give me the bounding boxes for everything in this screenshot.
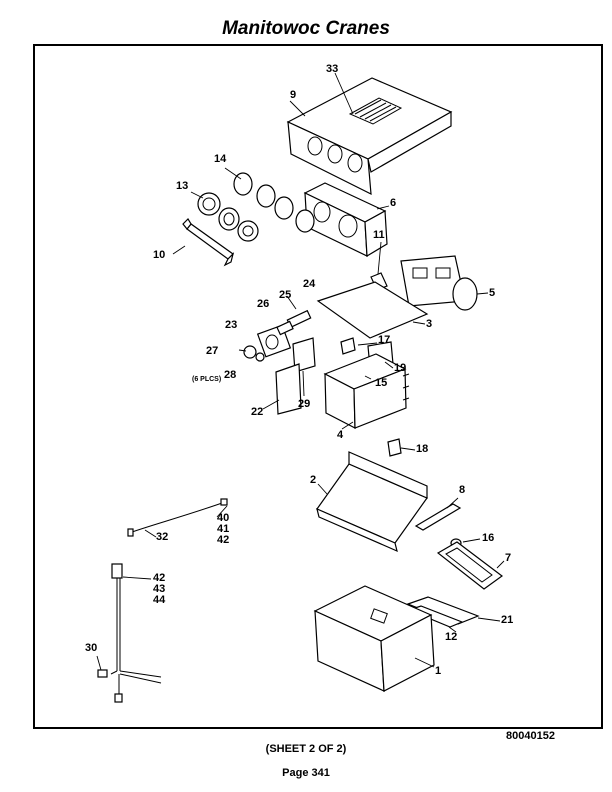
callout-40: 40	[217, 512, 230, 524]
exploded-parts-drawing	[96, 72, 505, 703]
callout-18: 18	[416, 443, 429, 455]
exploded-diagram-frame: 33 9 14 13 6 10 11 5 24 25 26 23 3 17 27…	[33, 44, 603, 729]
callout-30: 30	[85, 642, 98, 654]
callout-4: 4	[337, 429, 344, 441]
part-2-tray	[316, 451, 428, 553]
part-1-base-box	[313, 585, 435, 692]
callout-19: 19	[394, 362, 407, 374]
part-3-plate	[316, 281, 429, 339]
part-32-cable	[127, 498, 228, 537]
part-18-clip	[387, 438, 402, 457]
callout-1: 1	[435, 665, 442, 677]
part-4-heater-core	[323, 353, 410, 429]
part-22-29-mounts	[275, 337, 316, 415]
callout-13: 13	[176, 180, 189, 192]
callout-25: 25	[279, 289, 292, 301]
callout-2: 2	[310, 474, 317, 486]
callout-21: 21	[501, 614, 514, 626]
callout-8: 8	[459, 484, 466, 496]
callout-32: 32	[156, 531, 169, 543]
callout-41: 41	[217, 523, 230, 535]
part-30-harness	[97, 563, 162, 703]
part-13-14-bezels	[197, 172, 315, 242]
part-5-blower	[400, 255, 478, 311]
callout-17: 17	[378, 334, 391, 346]
callout-44: 44	[153, 594, 166, 606]
callout-42-lower: 42	[153, 572, 166, 584]
callout-10: 10	[153, 249, 166, 261]
callout-7: 7	[505, 552, 512, 564]
callout-14: 14	[214, 153, 227, 165]
callout-12: 12	[445, 631, 458, 643]
callout-plcs-note: (6 PLCS)	[192, 376, 222, 383]
callout-42-upper: 42	[217, 534, 230, 546]
callout-33: 33	[326, 63, 339, 75]
callout-24: 24	[303, 278, 316, 290]
callout-6: 6	[390, 197, 397, 209]
part-6-blower-housing	[303, 182, 388, 258]
callout-26: 26	[257, 298, 270, 310]
drawing-number: 80040152	[506, 730, 555, 742]
sheet-indicator: (SHEET 2 OF 2)	[265, 743, 347, 755]
part-23-28-valve-assembly	[243, 309, 312, 362]
callout-28: 28	[224, 369, 237, 381]
callout-16: 16	[482, 532, 495, 544]
callout-3: 3	[426, 318, 433, 330]
page-title: Manitowoc Cranes	[222, 18, 390, 39]
callout-27: 27	[206, 345, 219, 357]
callout-15: 15	[375, 377, 388, 389]
leader-lines	[96, 72, 505, 671]
part-7-gasket	[436, 541, 504, 590]
callout-43: 43	[153, 583, 166, 595]
callout-29: 29	[298, 398, 311, 410]
part-10-bracket	[182, 218, 235, 267]
callout-11: 11	[373, 229, 385, 241]
page-number: Page 341	[282, 767, 330, 779]
callout-5: 5	[489, 287, 496, 299]
callout-23: 23	[225, 319, 238, 331]
callout-22: 22	[251, 406, 264, 418]
callout-9: 9	[290, 89, 297, 101]
part-8-strap	[414, 503, 462, 531]
part-9-top-cover	[286, 77, 453, 196]
